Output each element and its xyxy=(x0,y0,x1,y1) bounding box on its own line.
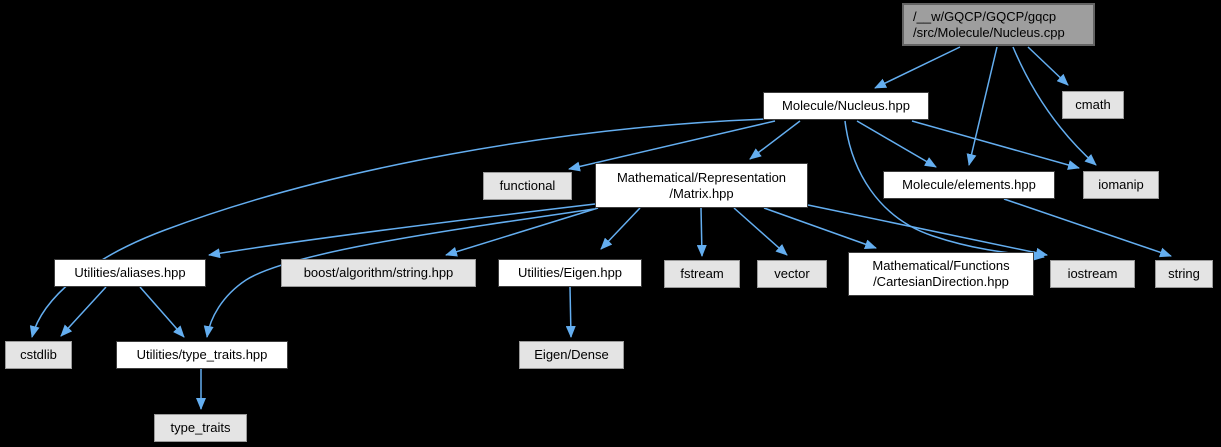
node-label: vector xyxy=(774,266,810,281)
node-vector: vector xyxy=(757,260,827,288)
node-type-traits: type_traits xyxy=(154,414,247,442)
edge-matrix-hpp-to-eigen-hpp xyxy=(600,207,641,250)
node-fstream: fstream xyxy=(664,260,740,288)
edge-matrix-hpp-to-cartesian-direction-hpp xyxy=(763,207,877,250)
node-cstdlib: cstdlib xyxy=(5,341,72,369)
node-label: Utilities/Eigen.hpp xyxy=(517,265,623,280)
node-label: /src/Molecule/Nucleus.cpp xyxy=(913,24,1065,40)
node-label: iomanip xyxy=(1098,177,1144,192)
node-label: cstdlib xyxy=(20,347,57,362)
edge-matrix-hpp-to-iostream xyxy=(807,204,1048,258)
node-label: boost/algorithm/string.hpp xyxy=(303,265,454,280)
edge-matrix-hpp-to-boost-string-hpp xyxy=(445,207,599,257)
edge-nucleus-hpp-to-functional xyxy=(568,120,776,172)
node-label: /CartesianDirection.hpp xyxy=(873,274,1009,289)
node-cmath: cmath xyxy=(1062,91,1124,119)
node-label: /__w/GQCP/GQCP/gqcp xyxy=(913,8,1057,24)
edge-elements-hpp-to-string xyxy=(1003,198,1172,258)
edge-matrix-hpp-to-fstream xyxy=(696,207,707,257)
node-label: cmath xyxy=(1075,97,1111,112)
node-label: /Matrix.hpp xyxy=(669,185,734,201)
node-label: functional xyxy=(499,178,556,193)
node-label: Mathematical/Functions xyxy=(872,258,1010,273)
node-nucleus-hpp[interactable]: Molecule/Nucleus.hpp xyxy=(763,92,929,120)
edge-matrix-hpp-to-aliases-hpp xyxy=(208,203,596,259)
edge-nucleus-hpp-to-iomanip xyxy=(911,120,1080,170)
node-matrix-hpp[interactable]: Mathematical/Representation/Matrix.hpp xyxy=(595,163,808,208)
node-label: type_traits xyxy=(170,420,231,435)
node-boost-string-hpp: boost/algorithm/string.hpp xyxy=(281,259,476,287)
edge-nucleus-hpp-to-elements-hpp xyxy=(856,120,937,168)
edge-eigen-hpp-to-eigen-dense xyxy=(565,286,576,338)
edge-nucleus-cpp-to-elements-hpp xyxy=(966,46,998,166)
node-iomanip: iomanip xyxy=(1083,171,1159,199)
node-label: Eigen/Dense xyxy=(534,347,609,362)
node-label: Mathematical/Representation xyxy=(616,169,787,185)
node-aliases-hpp[interactable]: Utilities/aliases.hpp xyxy=(54,259,206,287)
node-cartesian-direction-hpp[interactable]: Mathematical/Functions/CartesianDirectio… xyxy=(848,252,1034,296)
node-string: string xyxy=(1155,260,1213,288)
node-label: Molecule/elements.hpp xyxy=(902,177,1036,192)
node-label: Utilities/aliases.hpp xyxy=(74,265,186,280)
node-functional: functional xyxy=(483,172,572,200)
node-eigen-hpp[interactable]: Utilities/Eigen.hpp xyxy=(498,259,642,287)
node-iostream: iostream xyxy=(1050,260,1135,288)
node-elements-hpp[interactable]: Molecule/elements.hpp xyxy=(883,171,1055,199)
node-label: fstream xyxy=(680,266,724,281)
node-eigen-dense: Eigen/Dense xyxy=(519,341,624,369)
node-label: string xyxy=(1168,266,1200,281)
edge-aliases-hpp-to-cstdlib xyxy=(60,286,107,337)
node-label: Utilities/type_traits.hpp xyxy=(136,347,268,362)
edge-matrix-hpp-to-vector xyxy=(733,207,788,256)
node-label: Molecule/Nucleus.hpp xyxy=(782,98,910,113)
edge-nucleus-cpp-to-nucleus-hpp xyxy=(874,46,961,89)
edge-nucleus-hpp-to-matrix-hpp xyxy=(749,120,801,160)
node-type-traits-hpp[interactable]: Utilities/type_traits.hpp xyxy=(116,341,288,369)
node-label: iostream xyxy=(1067,266,1118,281)
edge-nucleus-cpp-to-iomanip xyxy=(1012,46,1097,166)
node-nucleus-cpp: /__w/GQCP/GQCP/gqcp/src/Molecule/Nucleus… xyxy=(902,3,1095,46)
edge-aliases-hpp-to-type-traits-hpp xyxy=(139,286,185,338)
edge-nucleus-cpp-to-cmath xyxy=(1027,46,1069,86)
